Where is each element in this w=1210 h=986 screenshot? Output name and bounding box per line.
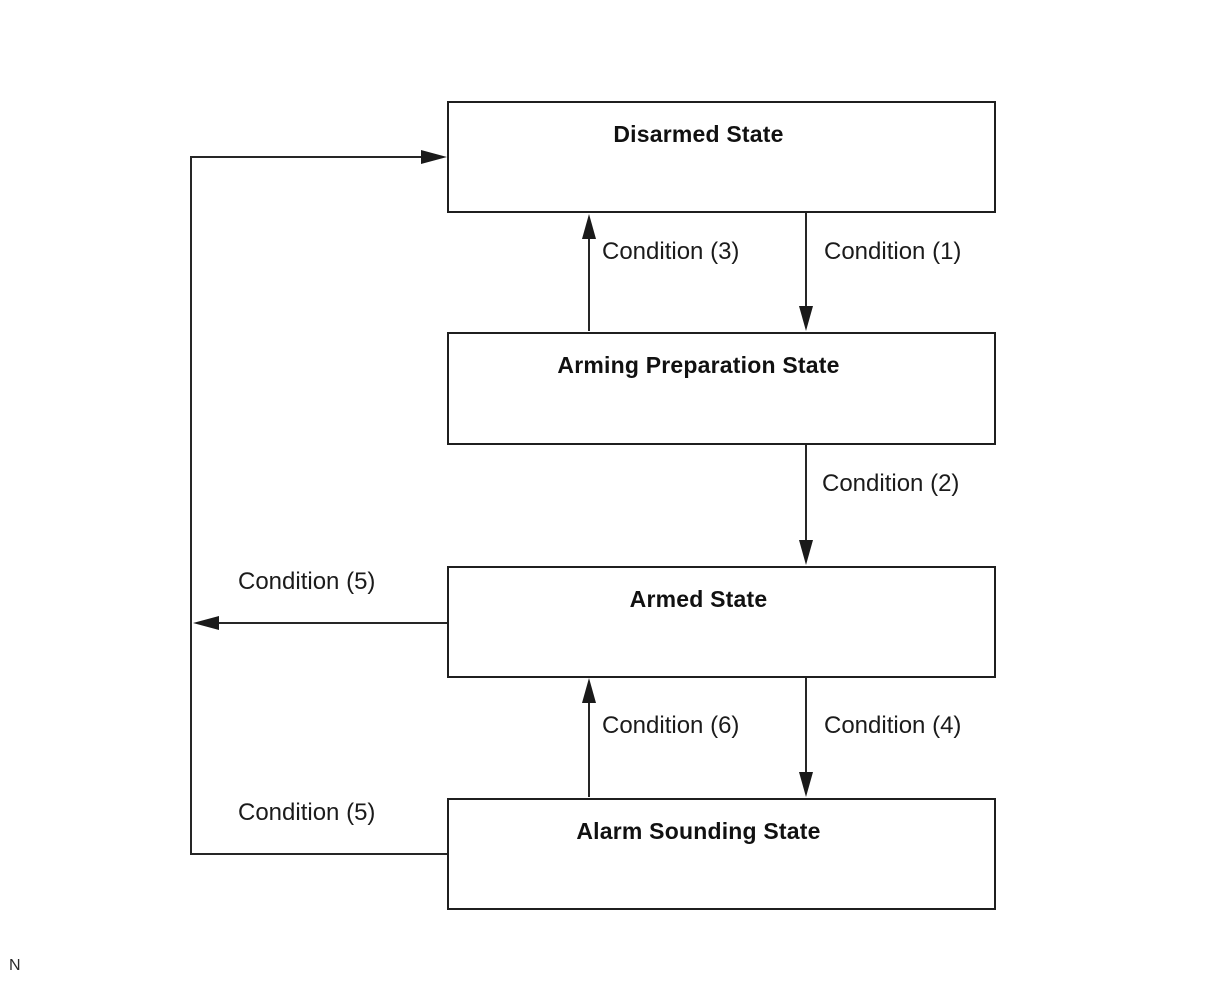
state-box-armed: Armed State <box>447 566 996 678</box>
transition-label-condition-5-alarm: Condition (5) <box>238 799 376 826</box>
transition-arrow-condition-6 <box>582 678 596 797</box>
state-title-arming-preparation: Arming Preparation State <box>557 352 840 378</box>
state-box-arming-preparation: Arming Preparation State <box>447 332 996 445</box>
transition-arrow-condition-1 <box>799 213 813 331</box>
transition-label-condition-2: Condition (2) <box>822 470 960 497</box>
transition-label-condition-1: Condition (1) <box>824 238 962 265</box>
state-title-armed: Armed State <box>629 586 768 612</box>
transition-label-condition-4: Condition (4) <box>824 712 962 739</box>
state-box-disarmed: Disarmed State <box>447 101 996 213</box>
transition-label-condition-3: Condition (3) <box>602 238 740 265</box>
transition-label-condition-6: Condition (6) <box>602 712 740 739</box>
state-box-alarm-sounding: Alarm Sounding State <box>447 798 996 910</box>
transition-label-condition-5-armed: Condition (5) <box>238 568 376 595</box>
state-title-disarmed: Disarmed State <box>613 121 784 147</box>
transition-arrow-condition-5-armed <box>193 616 447 630</box>
state-title-alarm-sounding: Alarm Sounding State <box>576 818 821 844</box>
transition-arrow-condition-5-return <box>190 150 447 855</box>
transition-arrow-condition-3 <box>582 214 596 331</box>
transition-arrow-condition-4 <box>799 678 813 797</box>
footnote-n: N <box>9 957 21 974</box>
transition-arrow-condition-2 <box>799 445 813 565</box>
